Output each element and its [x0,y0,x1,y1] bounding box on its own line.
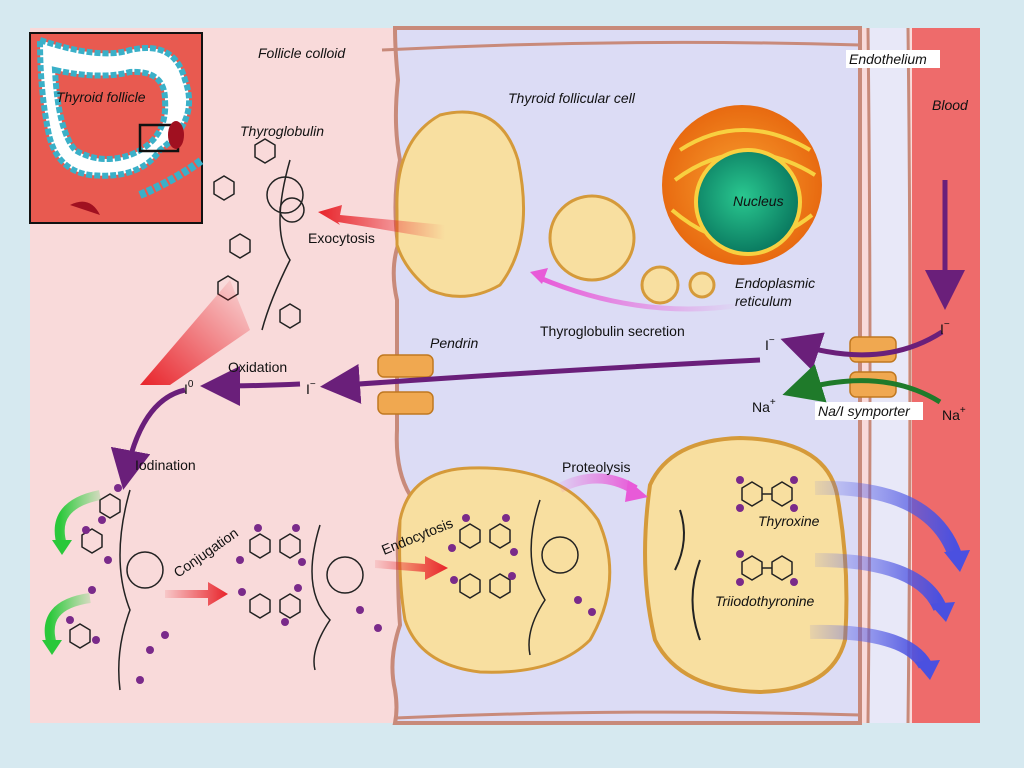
thyroid-follicular-cell-label: Thyroid follicular cell [508,90,636,106]
conjugated-thyroglobulin [249,524,364,671]
iodide-transport-arrow [320,357,761,404]
thyroid-follicle-label: Thyroid follicle [56,89,146,105]
nucleus-label: Nucleus [733,193,784,209]
thyroglobulin-label: Thyroglobulin [240,123,324,139]
secretory-vesicle-medium [640,265,680,305]
oxidation-arrow [200,365,301,406]
hormone-release-arrow-2 [814,553,947,612]
symporter-iodide-arrow [780,329,944,371]
exocytosis-arrow [318,205,445,240]
sodium-arrow [782,364,942,405]
thyroxine-molecule [741,481,793,507]
secretory-vesicle-large [548,194,636,282]
endothelium-label: Endothelium [849,51,927,67]
conjugation-arrow [165,582,228,606]
oxidation-label: Oxidation [228,359,287,375]
colloid-iodide-label: I− [306,379,316,397]
iodine-atom-label: I0 [184,379,194,397]
endocytosed-thyroglobulin [459,499,579,656]
iodine-atoms-vesicle [448,514,596,616]
iodination-label: Iodination [135,457,196,473]
cell-membrane-bottom [394,710,861,720]
hormone-release-arrow-1 [814,480,962,558]
thyroglobulin-secretion-arrow [539,275,743,312]
cell-iodide-label: I− [765,335,775,353]
thyroxine-label: Thyroxine [758,513,820,529]
thyroglobulin-secretion-label: Thyroglobulin secretion [540,323,685,339]
blood-label: Blood [932,97,969,113]
nucleus-er-complex: Nucleus [662,105,822,265]
follicle-colloid-label: Follicle colloid [258,45,346,61]
triiodothyronine-iodines [736,550,798,586]
iodinated-thyroglobulin [69,489,164,691]
green-curl-arrow-top [54,490,102,547]
pendrin-label: Pendrin [430,335,478,351]
blood-sodium-label: Na+ [942,405,966,423]
hormone-release-arrow-3 [809,624,932,669]
na-i-symporter-label: Na/I symporter [818,403,911,419]
endocytosis-vesicle [398,466,612,674]
proteolysis-label: Proteolysis [562,459,630,475]
thyroid-follicle-inset: Thyroid follicle [29,32,205,224]
thyroglobulin-to-iodination-fan [140,280,250,385]
thyroglobulin-molecule [213,138,305,331]
exocytosis-label: Exocytosis [308,230,375,246]
thyroxine-iodines [736,476,798,512]
triiodothyronine-label: Triiodothyronine [715,593,815,609]
pendrin-transporter [377,354,434,415]
cell-membrane-top [381,40,861,52]
cell-sodium-label: Na+ [752,397,776,415]
iodination-arrow [110,387,186,490]
triiodothyronine-molecule [741,555,793,581]
blood-iodide-label: I− [940,319,950,337]
endothelium-membrane-right [906,27,912,724]
green-curl-arrow-bottom [44,593,91,647]
secretory-vesicle-small [688,271,716,299]
iodine-atoms-middle [236,524,382,632]
endoplasmic-label: Endoplasmic [735,275,815,291]
exocytosis-vesicle [395,110,526,298]
endocytosis-arrow [375,556,448,580]
iodine-atoms-left [66,484,169,684]
reticulum-label: reticulum [735,293,792,309]
